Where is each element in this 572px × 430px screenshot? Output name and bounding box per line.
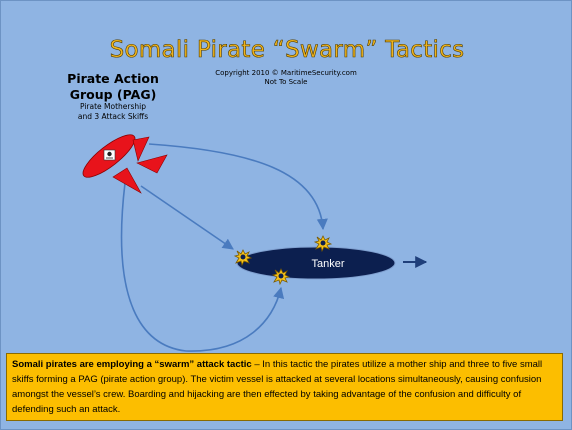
info-body: – In this tactic the pirates utilize a m…	[12, 359, 543, 415]
pirate-mothership	[82, 134, 136, 178]
pag-heading: Pirate Action Group (PAG)	[53, 71, 173, 103]
attack-arrow-lower	[120, 182, 285, 352]
attack-skiff-1	[132, 136, 150, 162]
attack-arrow-upper	[148, 143, 328, 231]
pag-description: Pirate Mothership and 3 Attack Skiffs	[53, 102, 173, 122]
attack-skiff-2	[136, 154, 168, 174]
skull-flag-icon	[107, 151, 112, 157]
slide-title: Somali Pirate “Swarm” Tactics	[109, 37, 465, 64]
impact-marker-left	[233, 249, 253, 267]
impact-marker-bottom	[271, 268, 291, 286]
attack-skiff-3	[112, 167, 142, 194]
pag-description-line1: Pirate Mothership	[79, 102, 147, 111]
copyright-notice: Copyright 2010 © MaritimeSecurity.com No…	[211, 69, 361, 87]
scale-note: Not To Scale	[264, 78, 308, 86]
tanker-label: Tanker	[311, 258, 344, 270]
info-box: Somali pirates are employing a “swarm” a…	[6, 353, 563, 421]
impact-marker-top	[313, 235, 333, 253]
pag-heading-line1: Pirate Action	[67, 71, 159, 86]
attack-arrow-middle	[140, 185, 234, 250]
pag-description-line2: and 3 Attack Skiffs	[77, 112, 149, 121]
pag-heading-line2: Group (PAG)	[69, 87, 157, 102]
copyright-line: Copyright 2010 © MaritimeSecurity.com	[215, 69, 357, 77]
info-headline: Somali pirates are employing a “swarm” a…	[12, 359, 252, 370]
